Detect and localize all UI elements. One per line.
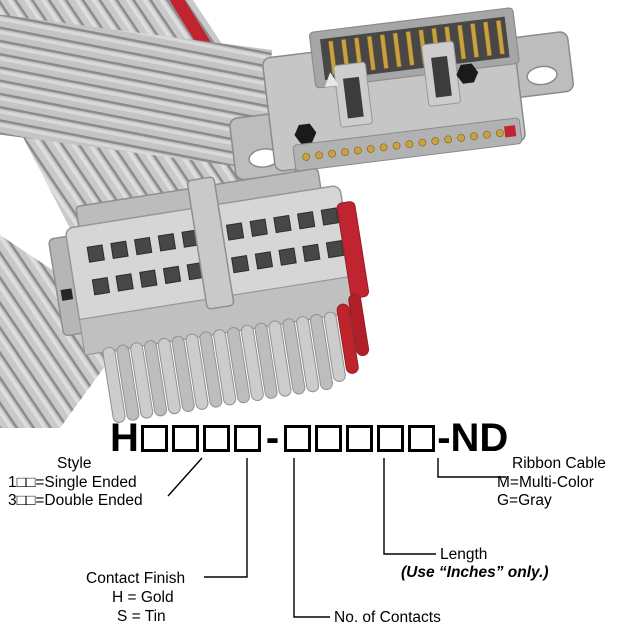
socket-center-key-tab bbox=[186, 176, 235, 310]
hex-screw-right bbox=[456, 63, 479, 84]
hex-screw-left bbox=[294, 123, 317, 144]
part-number-box bbox=[171, 424, 199, 452]
product-photo bbox=[0, 0, 575, 428]
part-number-separator: - bbox=[265, 416, 280, 460]
ribbon-cable-label: Ribbon Cable bbox=[512, 455, 606, 472]
header-latch-slot-right bbox=[431, 55, 452, 98]
header-right-mounting-hole bbox=[526, 65, 558, 86]
part-number-box bbox=[346, 424, 374, 452]
style-option-single-ended: 1□□=Single Ended bbox=[8, 474, 137, 491]
part-number-box bbox=[377, 424, 405, 452]
header-latch-slot-left bbox=[342, 76, 364, 119]
contact-finish-callout-line bbox=[204, 458, 248, 578]
part-number-suffix: -ND bbox=[437, 416, 509, 460]
length-callout-line bbox=[383, 458, 436, 555]
style-callout-line bbox=[167, 457, 203, 497]
part-number-box bbox=[284, 424, 312, 452]
part-number-box bbox=[315, 424, 343, 452]
contact-finish-option-tin: S = Tin bbox=[117, 608, 166, 625]
contacts-label: No. of Contacts bbox=[334, 609, 441, 626]
polarity-triangle-mark bbox=[324, 72, 339, 88]
ribbon-option-multicolor: M=Multi-Color bbox=[497, 474, 594, 491]
header-gold-contacts bbox=[302, 129, 504, 161]
socket-left-key-hole bbox=[60, 288, 74, 301]
part-number-box bbox=[140, 424, 168, 452]
style-option-double-ended: 3□□=Double Ended bbox=[8, 492, 143, 509]
contact-finish-label: Contact Finish bbox=[86, 570, 186, 587]
ribbon-cable-to-header bbox=[0, 14, 272, 170]
part-number-box bbox=[202, 424, 230, 452]
part-number: H - -ND bbox=[110, 418, 508, 458]
ribbon-cable-callout-line bbox=[437, 458, 506, 478]
length-label: Length bbox=[440, 546, 488, 563]
contact-finish-option-gold: H = Gold bbox=[112, 589, 174, 606]
part-number-prefix: H bbox=[110, 416, 139, 460]
idc-header-connector bbox=[229, 7, 575, 181]
socket-wire-coil bbox=[102, 311, 346, 423]
style-label: Style bbox=[57, 455, 92, 472]
idc-socket-connector bbox=[48, 168, 370, 423]
part-number-box bbox=[233, 424, 261, 452]
socket-red-wire-coil-2 bbox=[348, 293, 370, 357]
socket-red-wire-coil-1 bbox=[336, 303, 359, 374]
header-red-key-mark bbox=[504, 125, 517, 138]
ribbon-option-gray: G=Gray bbox=[497, 492, 552, 509]
part-number-box bbox=[408, 424, 436, 452]
contacts-callout-line bbox=[293, 458, 330, 618]
length-note: (Use “Inches” only.) bbox=[401, 564, 549, 581]
